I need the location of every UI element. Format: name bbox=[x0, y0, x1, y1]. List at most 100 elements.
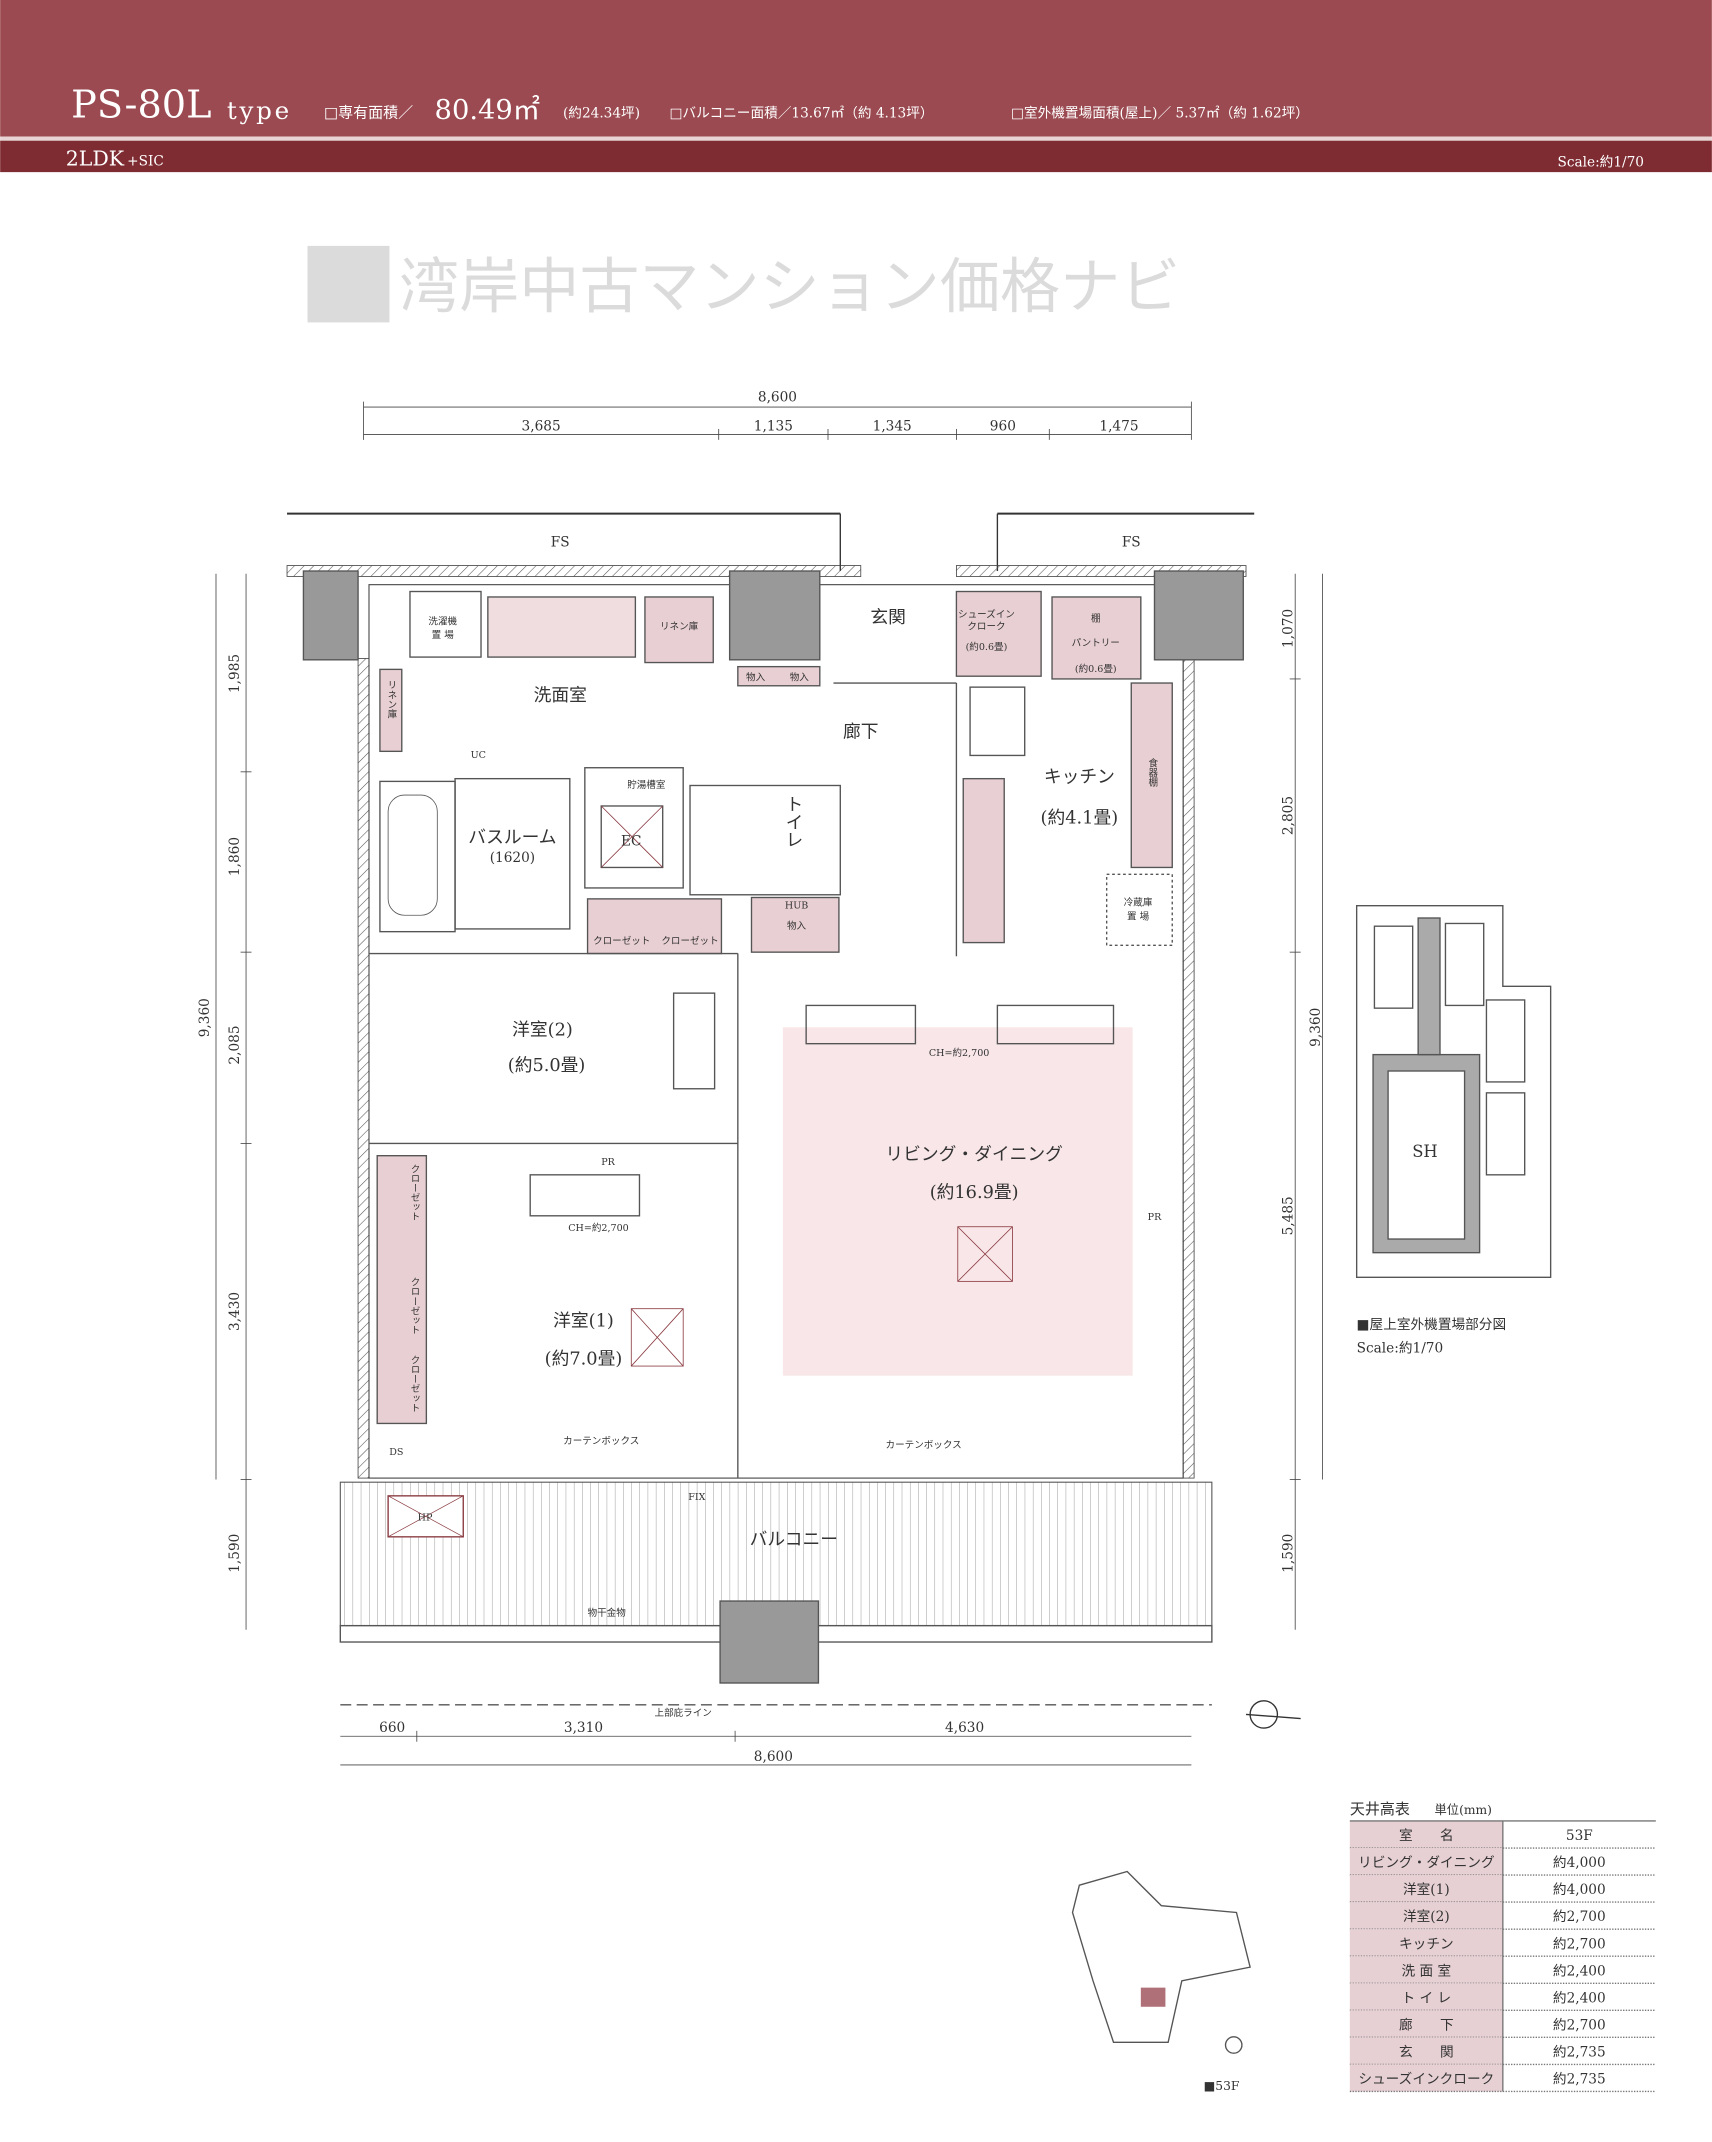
key-plan-floor: ■53F bbox=[1204, 2079, 1240, 2093]
ceiling-height-cell: 53F bbox=[1566, 1828, 1593, 1844]
drying-hardware-label: 物干金物 bbox=[588, 1607, 627, 1619]
table-row-header-cell bbox=[1349, 1875, 1503, 1903]
type-code: PS-80L bbox=[71, 82, 211, 127]
dim-left: 1,985 bbox=[227, 654, 243, 693]
plan-structure bbox=[286, 512, 1255, 1706]
ceiling-height-cell: 約2,735 bbox=[1553, 2072, 1606, 2088]
type-suffix: type bbox=[227, 96, 292, 125]
exclusive-area-value: 80.49㎡ bbox=[435, 95, 541, 126]
dim-right: 1,070 bbox=[1280, 609, 1296, 648]
watermark-text: 湾岸中古マンション価格ナビ bbox=[399, 252, 1180, 322]
closet-label: クローゼット bbox=[409, 1164, 421, 1221]
hub-label: HUB bbox=[785, 900, 808, 911]
storage-label: 物入 bbox=[787, 920, 807, 932]
room-name-cell: リビング・ダイニング bbox=[1358, 1855, 1495, 1871]
ds-label: DS bbox=[389, 1447, 403, 1458]
curtain-box-label: カーテンボックス bbox=[563, 1436, 639, 1447]
room-name-cell: 玄 関 bbox=[1399, 2043, 1454, 2060]
hallway-label: 廊下 bbox=[843, 722, 879, 743]
room-name-cell: 室 名 bbox=[1399, 1827, 1454, 1844]
layout-type: 2LDK bbox=[66, 146, 125, 170]
dim-top: 960 bbox=[990, 418, 1016, 434]
key-plan: ■53F bbox=[1071, 1870, 1251, 2093]
table-row-header-cell bbox=[1349, 1902, 1503, 1930]
dim-left: 2,085 bbox=[227, 1025, 243, 1064]
scale-label: Scale:約1/70 bbox=[1557, 155, 1644, 171]
room-name-cell: 洋室(1) bbox=[1403, 1881, 1450, 1898]
table-row-header-cell bbox=[1349, 1848, 1503, 1876]
dim-top-total: 8,600 bbox=[758, 390, 797, 406]
living-dining-label: リビング・ダイニング bbox=[885, 1144, 1063, 1165]
closet-label: クローゼット bbox=[593, 935, 650, 947]
ec-label: EC bbox=[621, 834, 641, 850]
western-room-1-label: 洋室(1) bbox=[553, 1310, 614, 1331]
bathroom-size: (1620) bbox=[490, 850, 535, 866]
dim-right: 1,590 bbox=[1280, 1534, 1296, 1573]
ceiling-height-cell: 約2,700 bbox=[1553, 1909, 1606, 1925]
living-dining-size: (約16.9畳) bbox=[930, 1182, 1019, 1203]
dim-left: 3,430 bbox=[227, 1292, 243, 1331]
living-floor-area bbox=[782, 1027, 1133, 1376]
dimension-labels: 8,600 3,685 1,135 1,345 960 1,475 660 3,… bbox=[197, 390, 1324, 1765]
storage-label: 物入 bbox=[790, 671, 810, 683]
water-heater-label: 貯湯槽室 bbox=[627, 779, 666, 791]
dim-top: 1,345 bbox=[873, 418, 912, 434]
kitchen-size: (約4.1畳) bbox=[1041, 808, 1119, 829]
dim-bottom-total: 8,600 bbox=[754, 1749, 793, 1765]
ceiling-height-cell: 約2,400 bbox=[1553, 1990, 1606, 2006]
toilet-label: トイレ bbox=[782, 795, 802, 848]
room-labels: FS FS 洗濯機 置 場 洗面室 リネン庫 リネン庫 玄関 シューズイン クロ… bbox=[385, 534, 1162, 1718]
dim-left: 1,590 bbox=[227, 1534, 243, 1573]
kitchen-label: キッチン bbox=[1044, 768, 1115, 788]
watermark: 湾岸中古マンション価格ナビ bbox=[307, 245, 1180, 323]
balcony-label: バルコニー bbox=[750, 1530, 838, 1550]
room-name-cell: シューズインクローク bbox=[1358, 2072, 1494, 2088]
room-name-cell: 洋室(2) bbox=[1403, 1908, 1450, 1925]
table-row-header-cell bbox=[1349, 2064, 1503, 2092]
ceiling-height-cell: 約4,000 bbox=[1553, 1882, 1606, 1898]
ceiling-height-cell: 約4,000 bbox=[1553, 1855, 1606, 1871]
shoes-closet-label: シューズイン bbox=[958, 608, 1015, 620]
dim-right-total: 9,360 bbox=[1308, 1008, 1324, 1047]
ceiling-height-cell: 約2,700 bbox=[1553, 2017, 1606, 2033]
pantry-size: (約0.6畳) bbox=[1075, 663, 1117, 675]
shelf-label: 棚 bbox=[1091, 613, 1101, 625]
pr-label: PR bbox=[601, 1157, 615, 1168]
dim-bottom: 4,630 bbox=[945, 1720, 984, 1736]
fix-label: FIX bbox=[688, 1492, 705, 1503]
linen-vertical-label: リネン庫 bbox=[385, 680, 397, 719]
pr-label: PR bbox=[1148, 1212, 1162, 1223]
closet-label: クローゼット bbox=[409, 1277, 421, 1334]
ceiling-height-cell: 約2,700 bbox=[1553, 1936, 1606, 1952]
roof-plan: SH ■屋上室外機置場部分図 Scale:約1/70 bbox=[1355, 905, 1552, 1356]
linen-label: リネン庫 bbox=[660, 621, 699, 633]
outdoor-unit-area: □室外機置場面積(屋上)／ 5.37㎡（約 1.62坪） bbox=[1011, 104, 1309, 121]
curtain-box-label: カーテンボックス bbox=[886, 1440, 962, 1451]
pantry-label: パントリー bbox=[1072, 638, 1120, 649]
room-name-cell: 洗 面 室 bbox=[1402, 1962, 1452, 1979]
closet-label: クローゼット bbox=[661, 935, 718, 947]
fridge-label: 冷蔵庫 bbox=[1124, 897, 1153, 909]
storage-label: 物入 bbox=[746, 671, 766, 683]
roof-plan-scale: Scale:約1/70 bbox=[1357, 1340, 1444, 1356]
western-room-2-label: 洋室(2) bbox=[512, 1019, 573, 1040]
balcony-area: □バルコニー面積／13.67㎡（約 4.13坪） bbox=[670, 105, 934, 121]
unit-location-marker bbox=[1140, 1987, 1166, 2007]
dimension-lines bbox=[215, 401, 1323, 1766]
dim-bottom: 660 bbox=[379, 1720, 405, 1736]
fridge-label: 置 場 bbox=[1127, 910, 1150, 922]
table-row-header-cell bbox=[1349, 2010, 1503, 2038]
fs-label: FS bbox=[551, 534, 570, 550]
uc-label: UC bbox=[471, 750, 486, 761]
western-room-2-size: (約5.0畳) bbox=[508, 1055, 586, 1076]
compass-icon bbox=[1245, 1700, 1301, 1729]
roof-plan-caption: ■屋上室外機置場部分図 bbox=[1357, 1316, 1506, 1333]
closet-label: クローゼット bbox=[409, 1355, 421, 1412]
dish-shelf-label: 食器棚 bbox=[1146, 758, 1158, 788]
ceiling-height-note: CH=約2,700 bbox=[929, 1047, 990, 1059]
dim-bottom: 3,310 bbox=[564, 1720, 603, 1736]
room-name-cell: ト イ レ bbox=[1402, 1990, 1452, 2006]
dim-right: 5,485 bbox=[1280, 1196, 1296, 1235]
ceiling-height-cell: 約2,400 bbox=[1553, 1963, 1606, 1979]
